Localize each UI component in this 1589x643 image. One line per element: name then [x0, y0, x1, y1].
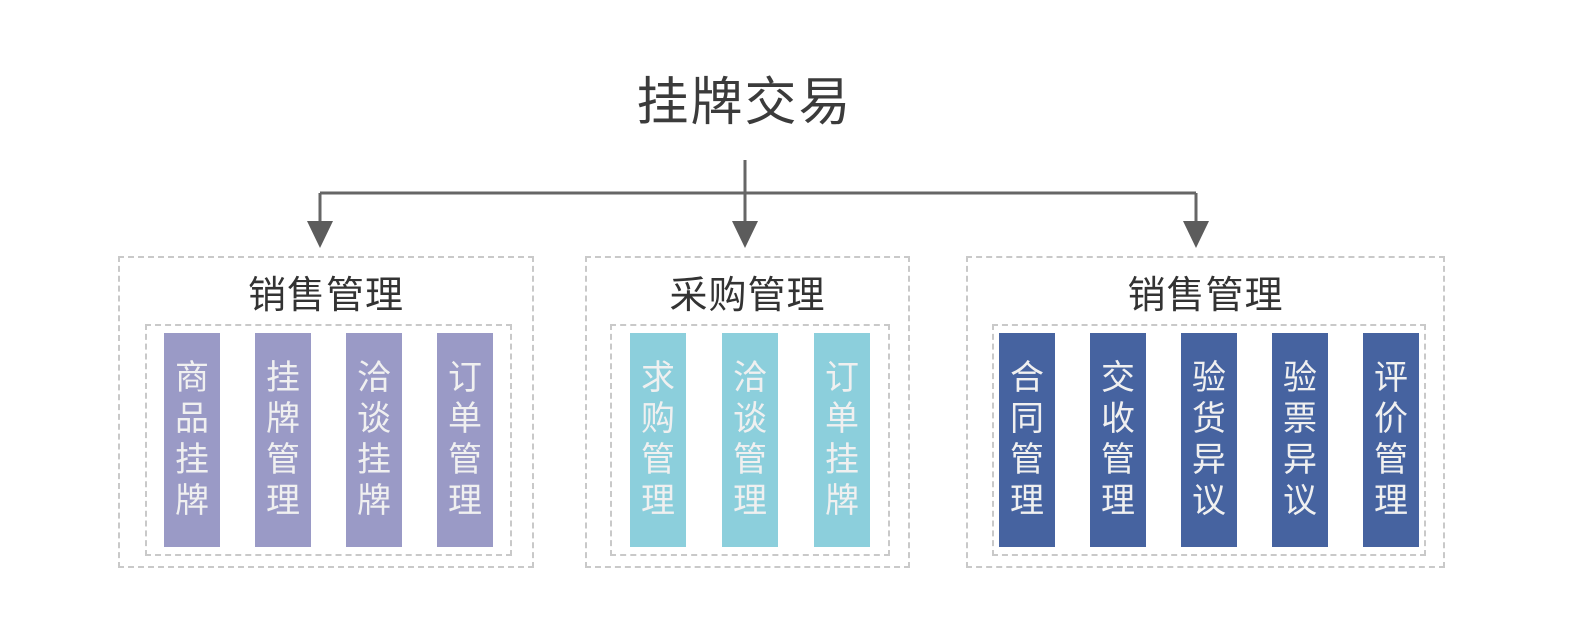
item-bar-char: 理	[733, 482, 767, 520]
item-bar-char: 验	[1192, 359, 1226, 397]
item-bar-char: 管	[641, 441, 675, 479]
item-bar[interactable]: 订单挂牌	[814, 333, 870, 547]
item-bar-char: 交	[1101, 359, 1135, 397]
item-bar-char: 订	[448, 359, 482, 397]
group-title-purchase-management: 采购管理	[669, 275, 826, 317]
item-bar-char: 单	[825, 400, 859, 438]
item-bar-char: 谈	[357, 400, 391, 438]
item-bar-char: 单	[448, 400, 482, 438]
item-bar-char: 洽	[733, 359, 767, 397]
item-bar-char: 购	[641, 400, 675, 438]
item-bar[interactable]: 商品挂牌	[164, 333, 220, 547]
item-bar-char: 管	[1101, 441, 1135, 479]
item-bar[interactable]: 洽谈挂牌	[346, 333, 402, 547]
item-bar[interactable]: 订单管理	[437, 333, 493, 547]
item-bar-char: 牌	[825, 482, 859, 520]
item-bar-char: 异	[1283, 441, 1317, 479]
item-bar-char: 同	[1010, 400, 1044, 438]
group-panel-sales-management-left[interactable]: 销售管理 商品挂牌挂牌管理洽谈挂牌订单管理	[118, 256, 534, 568]
item-bar-char: 议	[1192, 482, 1226, 520]
group-title-sales-management-left: 销售管理	[247, 275, 404, 317]
item-bar-char: 管	[733, 441, 767, 479]
item-bar[interactable]: 求购管理	[630, 333, 686, 547]
item-bar-char: 异	[1192, 441, 1226, 479]
diagram-root-title: 挂牌交易	[636, 74, 853, 132]
item-bar[interactable]: 挂牌管理	[255, 333, 311, 547]
item-bar-char: 商	[175, 359, 209, 397]
item-bar-char: 理	[641, 482, 675, 520]
item-bar-char: 价	[1374, 400, 1408, 438]
item-bar-char: 议	[1283, 482, 1317, 520]
item-bar-char: 评	[1374, 359, 1408, 397]
item-bar-char: 验	[1283, 359, 1317, 397]
item-bar-char: 挂	[175, 441, 209, 479]
item-bar-char: 挂	[266, 359, 300, 397]
item-bar-char: 理	[1010, 482, 1044, 520]
item-bar[interactable]: 验票异议	[1272, 333, 1328, 547]
group-title-sales-management-right: 销售管理	[1127, 275, 1284, 317]
item-bar-char: 票	[1283, 400, 1317, 438]
group-panel-purchase-management[interactable]: 采购管理 求购管理洽谈管理订单挂牌	[585, 256, 910, 568]
item-bar[interactable]: 验货异议	[1181, 333, 1237, 547]
item-bar-char: 品	[175, 400, 209, 438]
item-bar-char: 管	[1374, 441, 1408, 479]
item-bar-char: 谈	[733, 400, 767, 438]
item-bar-char: 洽	[357, 359, 391, 397]
group-items-container-sales-management-right: 合同管理交收管理验货异议验票异议评价管理	[992, 324, 1426, 556]
item-bar-char: 订	[825, 359, 859, 397]
item-bar-char: 理	[1101, 482, 1135, 520]
item-bar[interactable]: 合同管理	[999, 333, 1055, 547]
item-bar-char: 挂	[357, 441, 391, 479]
item-bar-char: 货	[1192, 400, 1226, 438]
group-panel-sales-management-right[interactable]: 销售管理 合同管理交收管理验货异议验票异议评价管理	[966, 256, 1445, 568]
item-bar-char: 管	[448, 441, 482, 479]
group-items-container-sales-management-left: 商品挂牌挂牌管理洽谈挂牌订单管理	[145, 324, 512, 556]
item-bar-char: 理	[266, 482, 300, 520]
item-bar-char: 牌	[357, 482, 391, 520]
item-bar-char: 牌	[266, 400, 300, 438]
item-bar[interactable]: 评价管理	[1363, 333, 1419, 547]
item-bar-char: 管	[1010, 441, 1044, 479]
item-bar-char: 挂	[825, 441, 859, 479]
item-bar-char: 管	[266, 441, 300, 479]
item-bar[interactable]: 交收管理	[1090, 333, 1146, 547]
item-bar-char: 合	[1010, 359, 1044, 397]
item-bar-char: 求	[641, 359, 675, 397]
item-bar-char: 收	[1101, 400, 1135, 438]
item-bar-char: 理	[1374, 482, 1408, 520]
item-bar-char: 牌	[175, 482, 209, 520]
item-bar[interactable]: 洽谈管理	[722, 333, 778, 547]
item-bar-char: 理	[448, 482, 482, 520]
group-items-container-purchase-management: 求购管理洽谈管理订单挂牌	[610, 324, 890, 556]
